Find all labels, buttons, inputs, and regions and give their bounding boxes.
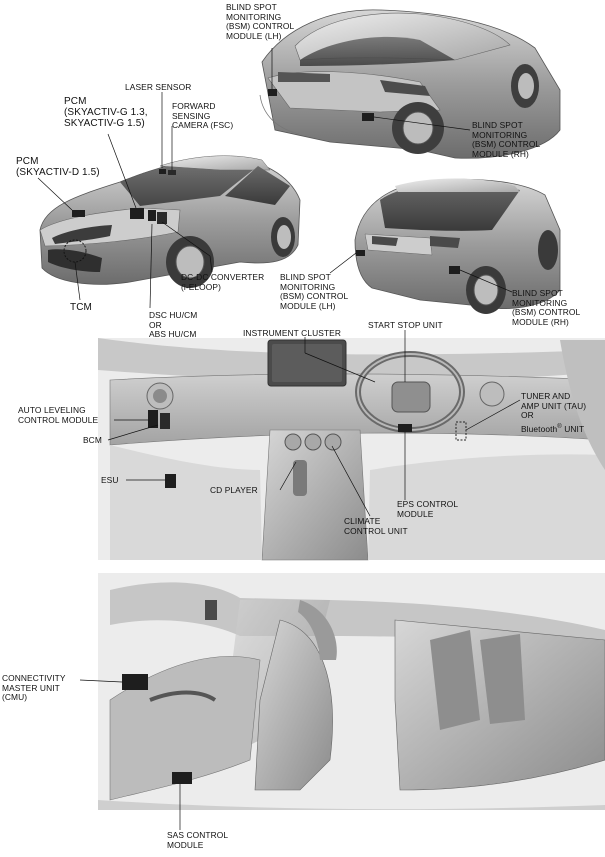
dsc-abs-hu-cm-label: DSC HU/CM OR ABS HU/CM (149, 310, 198, 340)
hatchback-rear-illustration (354, 178, 561, 314)
bsm-module-lh-mid-label: BLIND SPOT MONITORING (BSM) CONTROL MODU… (280, 272, 349, 311)
esu-label: ESU (101, 475, 119, 485)
connectivity-master-unit-label: CONNECTIVITY MASTER UNIT (CMU) (2, 673, 66, 703)
dc-dc-converter-label: DC-DC CONVERTER (i-ELOOP) (181, 272, 265, 292)
sas-control-module-label: SAS CONTROL MODULE (167, 830, 229, 850)
dashboard-illustration (98, 338, 605, 561)
bluetooth-text: Bluetooth (521, 423, 558, 434)
climate-control-unit-label: CLIMATE CONTROL UNIT (344, 516, 408, 536)
auto-leveling-module-label: AUTO LEVELING CONTROL MODULE (18, 405, 99, 425)
bsm-module-lh-top-label: BLIND SPOT MONITORING (BSM) CONTROL MODU… (226, 2, 295, 41)
cd-player-label: CD PLAYER (210, 485, 258, 495)
instrument-cluster-label: INSTRUMENT CLUSTER (243, 328, 341, 338)
pcm-diesel-label: PCM (SKYACTIV-D 1.5) (16, 156, 100, 178)
leader-lines (37, 48, 521, 830)
pcm-gasoline-label: PCM (SKYACTIV-G 1.3, SKYACTIV-G 1.5) (64, 96, 148, 129)
tcm-label: TCM (70, 302, 92, 313)
eps-control-module-label: EPS CONTROL MODULE (397, 499, 459, 519)
bsm-module-rh-mid-label: BLIND SPOT MONITORING (BSM) CONTROL MODU… (512, 288, 581, 327)
forward-sensing-camera-label: FORWARD SENSING CAMERA (FSC) (172, 101, 234, 131)
tuner-amp-unit-label: TUNER AND AMP UNIT (TAU) OR (521, 391, 587, 421)
hatchback-front-illustration (39, 155, 301, 288)
unit-text: UNIT (564, 423, 585, 434)
laser-sensor-label: LASER SENSOR (125, 82, 192, 92)
interior-illustration (98, 573, 605, 810)
bsm-module-rh-top-label: BLIND SPOT MONITORING (BSM) CONTROL MODU… (472, 120, 541, 159)
start-stop-unit-label: START STOP UNIT (368, 320, 443, 330)
bluetooth-unit-label: Bluetooth® UNIT (521, 423, 584, 434)
registered-mark: ® (557, 424, 562, 430)
sedan-illustration (259, 9, 561, 159)
bcm-label: BCM (83, 435, 102, 445)
